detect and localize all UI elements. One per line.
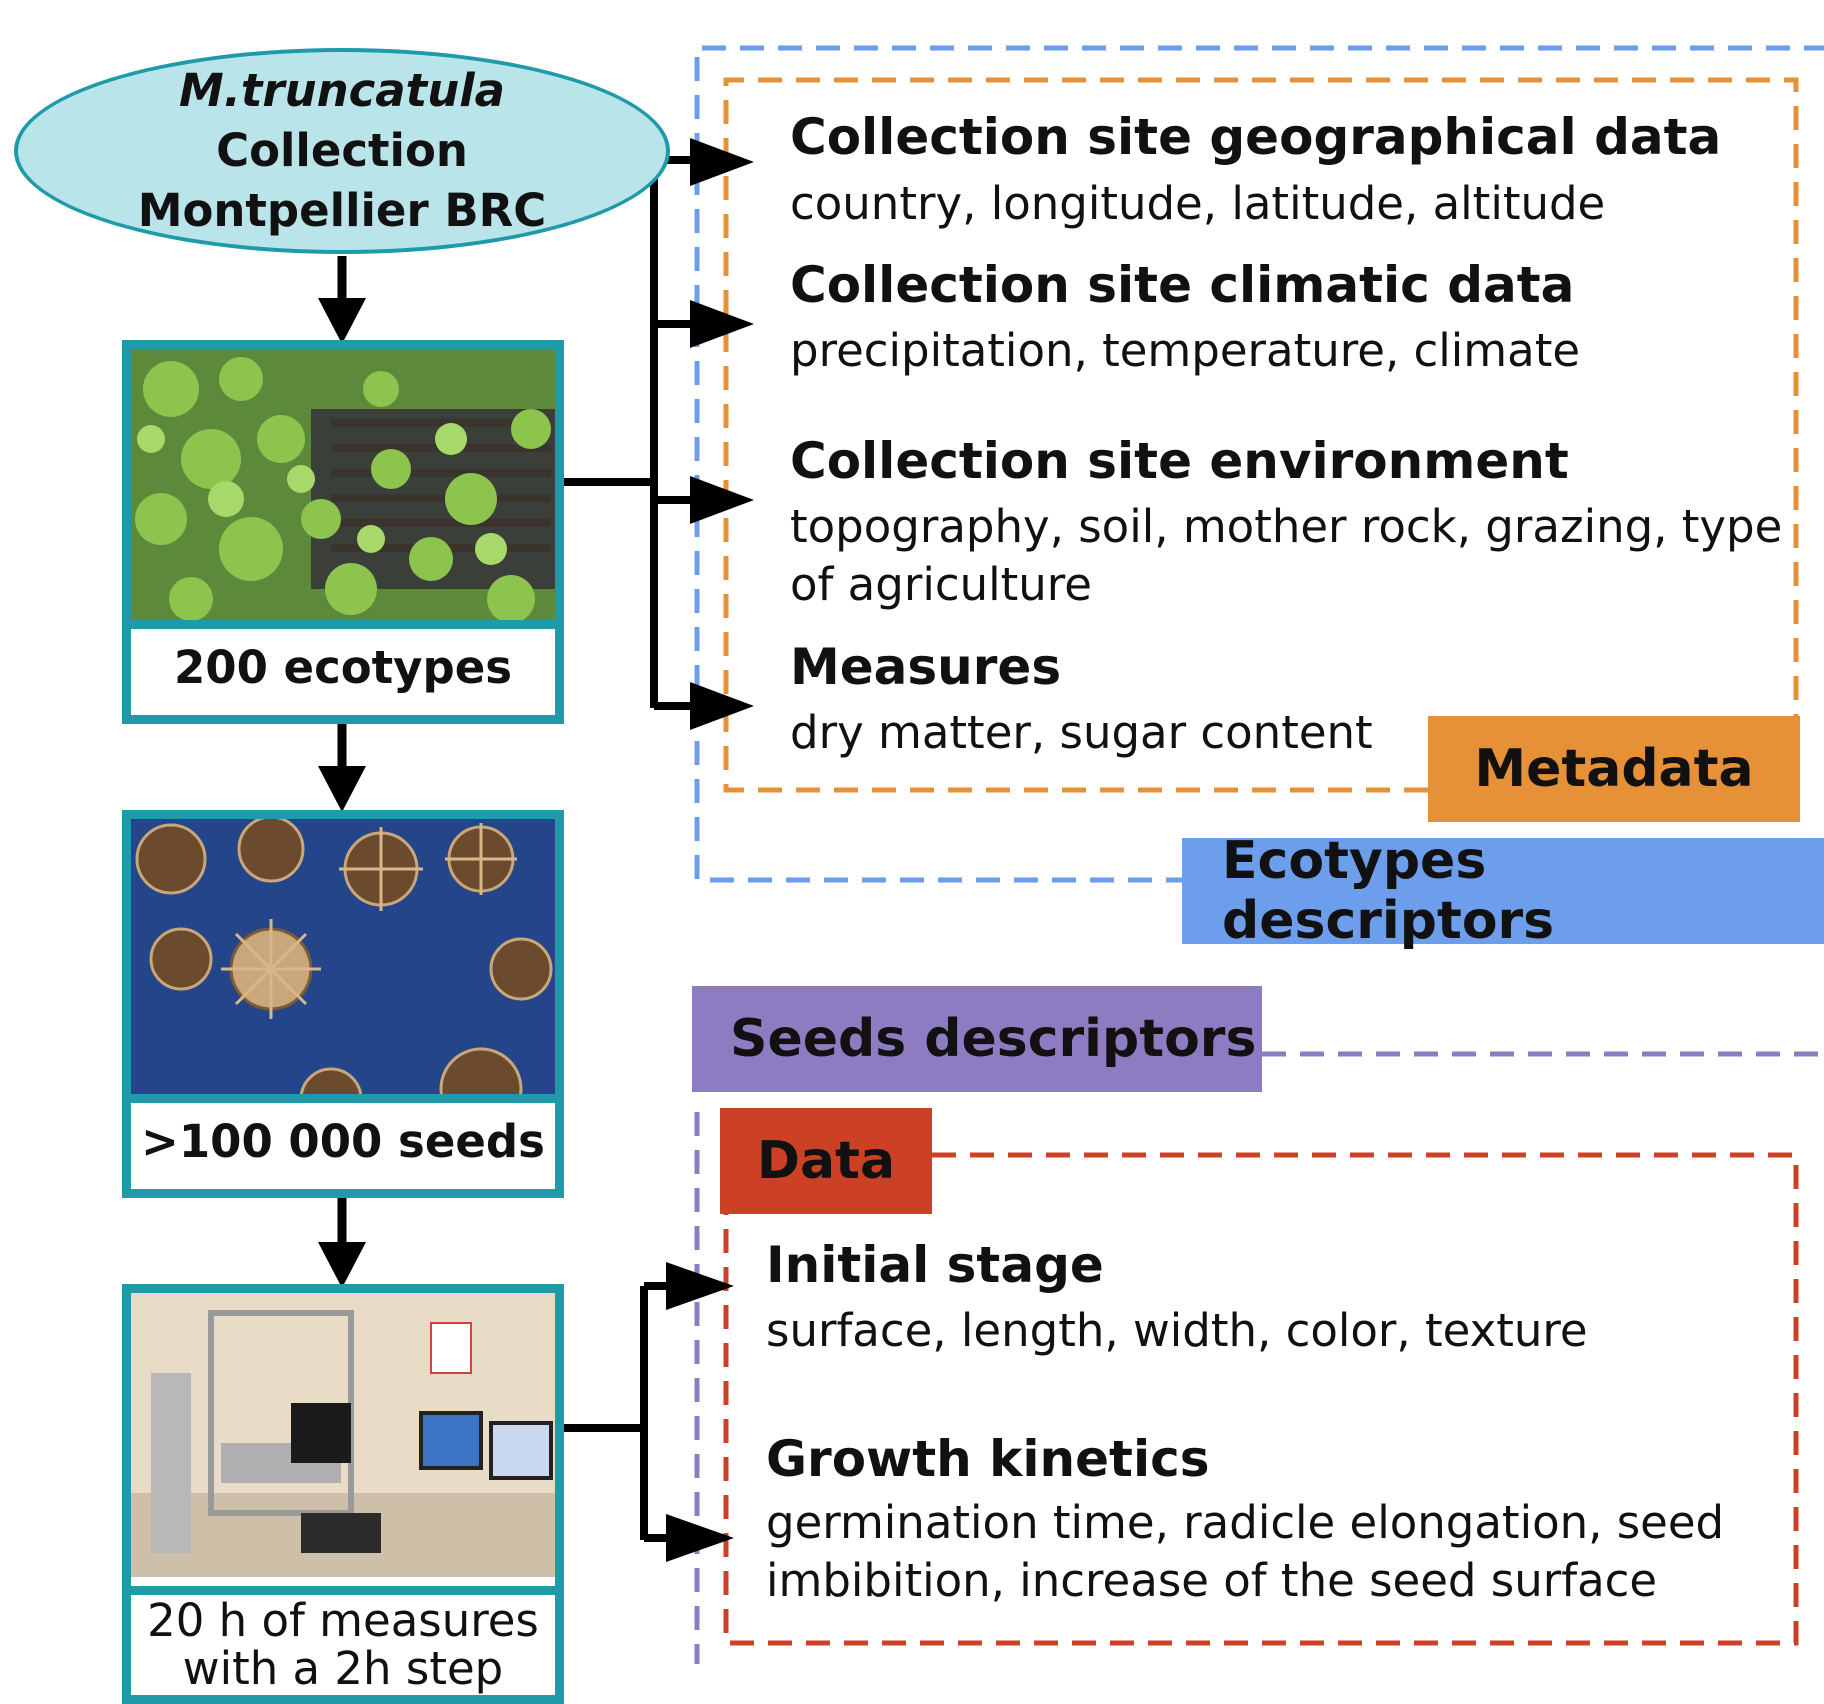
metadata-item-geographical-desc: country, longitude, latitude, altitude [790,177,1606,230]
ecotypes-descriptors-label: Ecotypes descriptors [1182,831,1824,951]
data-group-border [723,1152,1799,1646]
stage-ecotypes-caption: 200 ecotypes [131,620,555,715]
metadata-item-climatic-desc: precipitation, temperature, climate [790,324,1581,377]
metadata-item-measures-desc: dry matter, sugar content [790,706,1373,759]
metadata-group-border [723,77,1799,793]
flow-arrow-3 [318,1192,366,1288]
stage-ecotypes-node: 200 ecotypes [122,340,564,724]
seeds-group-border [694,1051,1824,1664]
source-line1: M.truncatula [178,64,506,117]
metadata-item-environment-desc-line1: topography, soil, mother rock, grazing, … [790,500,1783,553]
data-label: Data [720,1108,932,1214]
stage-seeds-caption: >100 000 seeds [131,1094,555,1189]
data-item-growth-kinetics-desc-line2: imbibition, increase of the seed surface [766,1554,1658,1607]
clover-plants-photo [131,349,555,629]
flow-arrow-2 [318,720,366,812]
metadata-label-text: Metadata [1474,739,1754,799]
data-item-growth-kinetics-title: Growth kinetics [766,1430,1210,1488]
lab-imaging-station-photo [131,1293,555,1577]
data-item-initial-stage-title: Initial stage [766,1236,1104,1294]
connectors-layer [318,45,1824,1664]
stage-measures-label-line1: 20 h of measures [147,1594,539,1647]
stage-ecotypes-label: 200 ecotypes [173,641,513,694]
stage-measures-node: 20 h of measures with a 2h step [122,1284,564,1704]
metadata-item-environment-title: Collection site environment [790,432,1569,490]
data-item-growth-kinetics-desc-line1: germination time, radicle elongation, se… [766,1496,1725,1549]
metadata-label: Metadata [1428,716,1800,822]
source-line2: Collection [216,124,468,177]
metadata-item-environment-desc-line2: of agriculture [790,558,1092,611]
flow-arrow-1 [318,256,366,344]
metadata-connector [556,138,754,730]
data-label-text: Data [756,1131,896,1191]
stage-measures-label-line2: with a 2h step [182,1642,504,1695]
stage-measures-caption: 20 h of measures with a 2h step [131,1586,555,1695]
spiny-seed-pods-photo [131,819,555,1103]
metadata-item-climatic-title: Collection site climatic data [790,256,1575,314]
seeds-descriptors-label-text: Seeds descriptors [730,1009,1257,1069]
ecotypes-group-border [694,45,1824,883]
seeds-descriptors-label: Seeds descriptors [692,986,1262,1092]
source-line3: Montpellier BRC [137,184,547,237]
data-connector [556,1262,734,1562]
data-item-initial-stage-desc: surface, length, width, color, texture [766,1304,1588,1357]
stage-seeds-label: >100 000 seeds [141,1115,545,1168]
metadata-item-geographical-title: Collection site geographical data [790,108,1722,166]
source-collection-node: M.truncatula Collection Montpellier BRC [14,48,670,254]
metadata-item-measures-title: Measures [790,638,1062,696]
stage-seeds-node: >100 000 seeds [122,810,564,1198]
ecotypes-descriptors-label-text: Ecotypes descriptors [1222,831,1555,951]
